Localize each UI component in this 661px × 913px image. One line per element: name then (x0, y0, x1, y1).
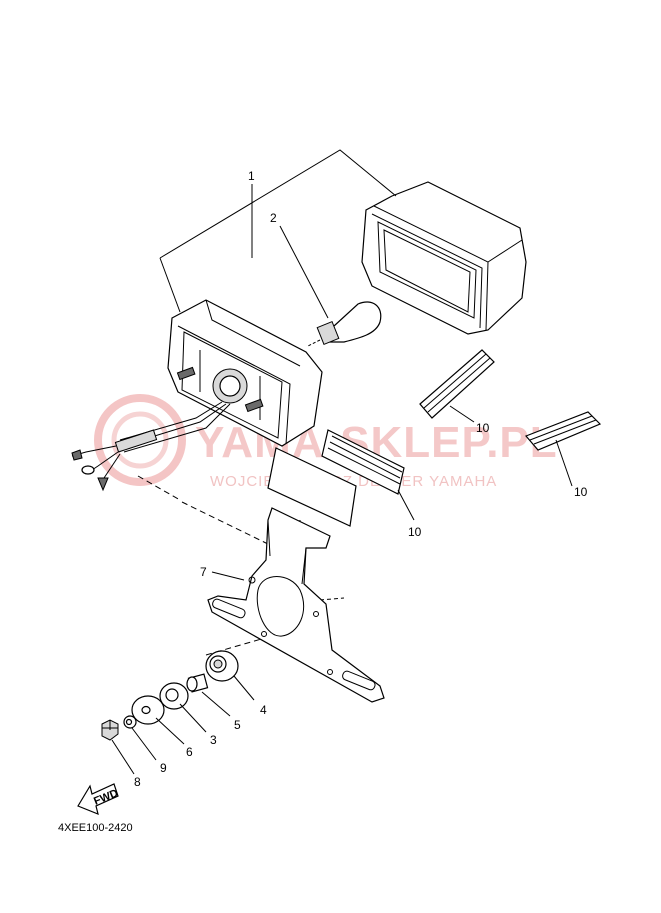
callout-8: 8 (134, 775, 141, 789)
callout-2: 2 (270, 211, 277, 225)
gasket-plate (267, 447, 357, 527)
callout-10-center: 10 (408, 525, 422, 539)
callout-9: 9 (160, 761, 167, 775)
fwd-label: FWD (92, 787, 120, 808)
callout-10-upper: 10 (476, 421, 490, 435)
reflector-center (321, 429, 405, 495)
license-bracket (207, 507, 385, 703)
callout-4: 4 (260, 703, 267, 717)
callout-7: 7 (200, 565, 207, 579)
collar (186, 673, 209, 693)
callout-10-right: 10 (574, 485, 588, 499)
wire-sleeve (114, 429, 158, 453)
taillight-base (71, 299, 323, 492)
grommet (205, 650, 239, 682)
hardware (101, 650, 239, 741)
callouts: 1 2 3 4 5 6 7 8 9 10 10 10 (134, 169, 588, 789)
reflector-upper (419, 349, 495, 419)
watermark-logo-ring (94, 394, 186, 486)
spring-washer (123, 715, 137, 729)
nut (101, 719, 119, 741)
callout-1: 1 (248, 169, 255, 183)
washer-flat (131, 695, 165, 725)
reflectors (321, 349, 602, 495)
part-code: 4XEE100-2420 (58, 822, 133, 834)
callout-5: 5 (234, 718, 241, 732)
fwd-arrow-icon: FWD (77, 783, 120, 815)
bulb (307, 301, 382, 347)
reflector-right (524, 411, 602, 451)
callout-3: 3 (210, 733, 217, 747)
assembly-lines (137, 475, 345, 656)
washer-large (159, 682, 189, 710)
callout-6: 6 (186, 745, 193, 759)
leader-lines (111, 149, 573, 775)
taillight-lens (361, 181, 527, 335)
